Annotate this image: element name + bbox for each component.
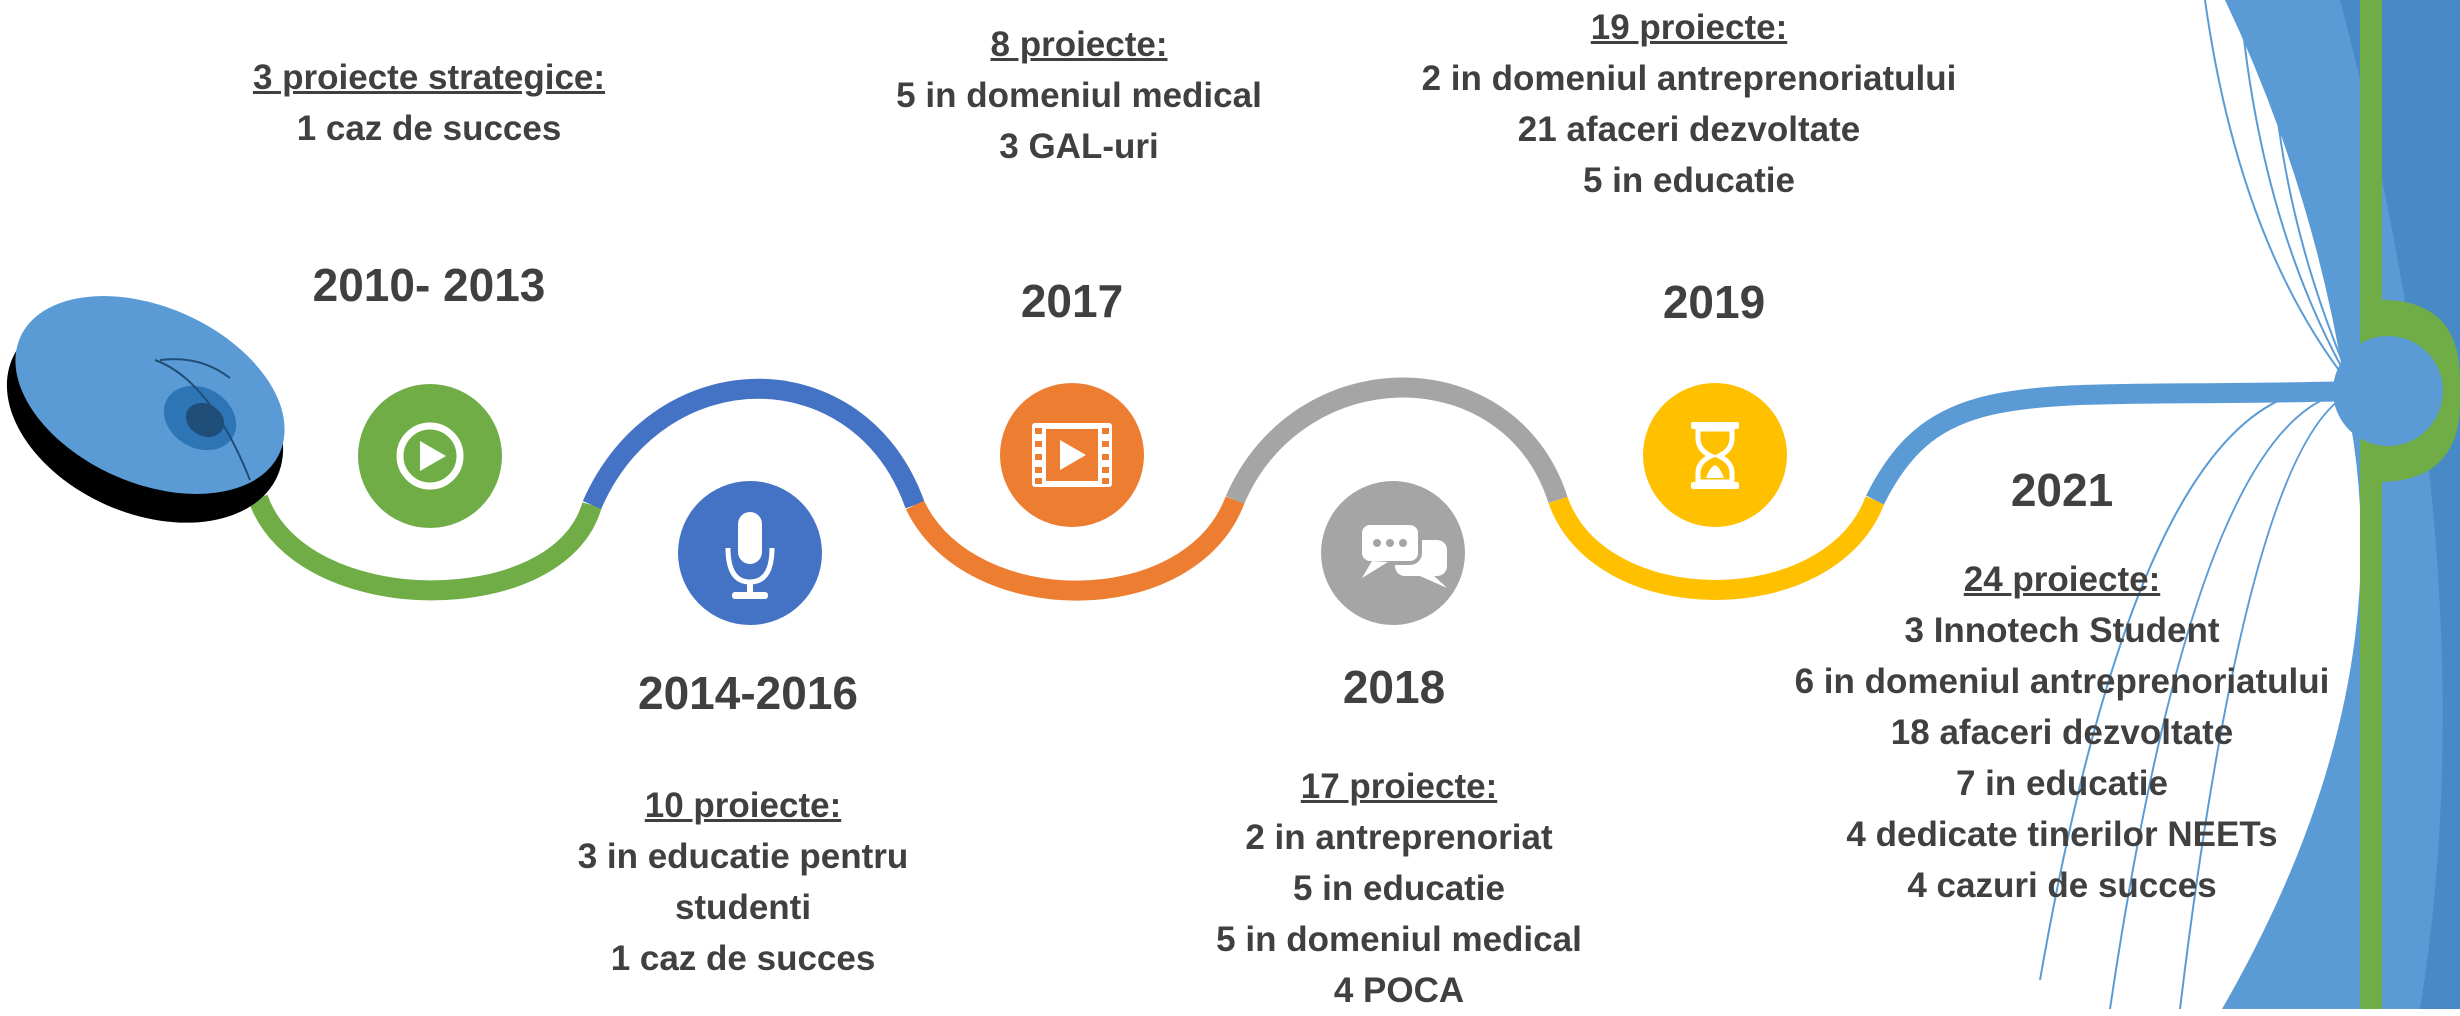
- milestone-icon-chat: [1321, 481, 1465, 625]
- year-2017: 2017: [1020, 275, 1124, 327]
- project-line: 5 in domeniul medical: [896, 76, 1262, 115]
- project-line: 3 Innotech Student: [1904, 611, 2220, 650]
- description-2018: 17 proiecte: 2 in antreprenoriat 5 in ed…: [1049, 761, 1749, 1016]
- year-2014-2016: 2014-2016: [638, 667, 858, 719]
- film-play-icon: [1032, 423, 1112, 487]
- project-line: 3 GAL-uri: [999, 127, 1159, 166]
- book-icon: [2039, 0, 2460, 1009]
- milestone-icon-hourglass: [1643, 383, 1787, 527]
- project-line: 5 in educatie: [1292, 869, 1506, 908]
- project-line: 5 in domeniul medical: [1216, 920, 1582, 959]
- description-2019: 19 proiecte: 2 in domeniul antreprenoria…: [1339, 2, 2039, 206]
- description-2021: 24 proiecte: 3 Innotech Student 6 in dom…: [1712, 554, 2412, 911]
- milestone-icon-film: [1000, 383, 1144, 527]
- year-2021: 2021: [2010, 464, 2114, 516]
- projects-header: 19 proiecte:: [1590, 8, 1788, 47]
- projects-header: 8 proiecte:: [990, 25, 1168, 64]
- project-line: 1 caz de succes: [610, 939, 876, 978]
- year-2019: 2019: [1662, 276, 1766, 328]
- hourglass-icon: [1691, 422, 1739, 489]
- timeline-wave: [248, 377, 2356, 601]
- project-line: studenti: [674, 888, 812, 927]
- project-line: 7 in educatie: [1955, 764, 2169, 803]
- project-line: 4 dedicate tinerilor NEETs: [1846, 815, 2278, 854]
- chat-bubbles-icon: [1358, 521, 1447, 588]
- project-line: 4 POCA: [1333, 971, 1465, 1010]
- play-icon: [396, 422, 464, 490]
- project-line: 4 cazuri de succes: [1907, 866, 2217, 905]
- project-line: 2 in antreprenoriat: [1245, 818, 1553, 857]
- description-2014-2016: 10 proiecte: 3 in educatie pentru studen…: [393, 780, 1093, 984]
- year-2018: 2018: [1342, 661, 1446, 713]
- project-line: 2 in domeniul antreprenoriatului: [1421, 59, 1957, 98]
- project-line: 1 caz de succes: [296, 109, 562, 148]
- projects-header: 3 proiecte strategice:: [252, 58, 606, 97]
- year-2010-2013: 2010- 2013: [312, 259, 546, 311]
- description-2017: 8 proiecte: 5 in domeniul medical 3 GAL-…: [729, 19, 1429, 172]
- project-line: 6 in domeniul antreprenoriatului: [1794, 662, 2330, 701]
- projects-header: 17 proiecte:: [1300, 767, 1498, 806]
- description-2010-2013: 3 proiecte strategice: 1 caz de succes: [79, 52, 779, 154]
- projects-header: 24 proiecte:: [1963, 560, 2161, 599]
- project-line: 5 in educatie: [1582, 161, 1796, 200]
- project-line: 21 afaceri dezvoltate: [1517, 110, 1861, 149]
- milestone-icon-microphone: [678, 481, 822, 625]
- project-line: 3 in educatie pentru: [577, 837, 909, 876]
- microphone-icon: [725, 512, 775, 599]
- computer-mouse-icon: [6, 296, 285, 523]
- project-line: 18 afaceri dezvoltate: [1890, 713, 2234, 752]
- milestone-icon-play: [358, 384, 502, 528]
- projects-header: 10 proiecte:: [644, 786, 842, 825]
